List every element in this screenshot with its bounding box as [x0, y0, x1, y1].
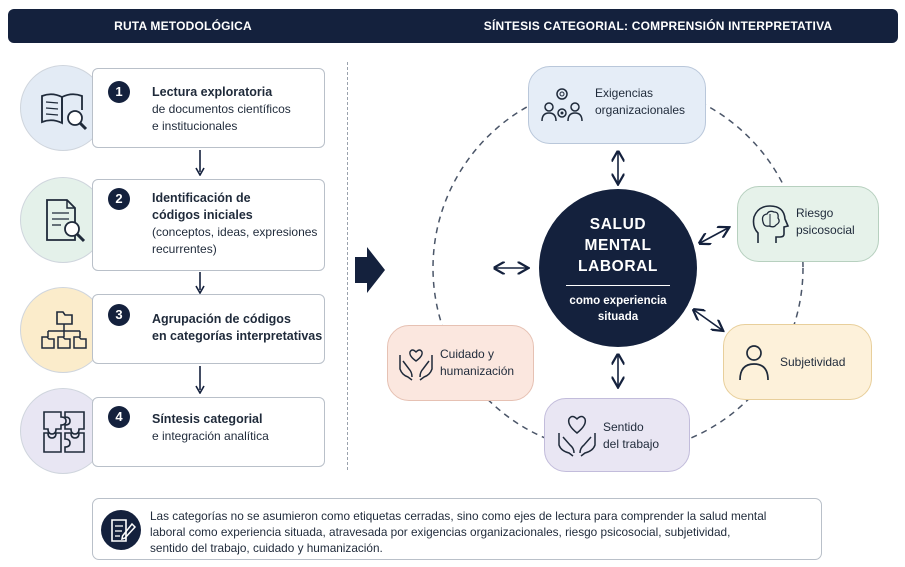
- category-label: Exigencias organizacionales: [595, 85, 685, 119]
- head-brain-icon: [752, 205, 790, 243]
- document-magnifier-icon: [46, 199, 86, 243]
- step-2-line-1: (conceptos, ideas, expresiones: [152, 225, 318, 239]
- notepad-pen-icon: [111, 519, 137, 542]
- category-line: Subjetividad: [780, 355, 846, 369]
- category-label: Sentido del trabajo: [603, 419, 659, 453]
- category-exigencias-organizacionales: Exigencias organizacionales: [528, 66, 706, 144]
- category-line: Cuidado y: [440, 347, 495, 361]
- step-1-title: Lectura exploratoria: [152, 85, 273, 99]
- step-1-line-2: e institucionales: [152, 119, 238, 133]
- flow-arrow-icon: [355, 247, 385, 293]
- category-sentido-del-trabajo: Sentido del trabajo: [544, 398, 690, 472]
- step-4-icon-circle: [20, 388, 106, 474]
- category-line: Exigencias: [595, 86, 654, 100]
- category-line: del trabajo: [603, 437, 660, 451]
- note-line-3: sentido del trabajo, cuidado y humanizac…: [150, 541, 383, 555]
- header-bar: RUTA METODOLÓGICA SÍNTESIS CATEGORIAL: C…: [8, 9, 898, 43]
- header-left-title: RUTA METODOLÓGICA: [114, 19, 252, 33]
- category-line: psicosocial: [796, 223, 855, 237]
- step-4-line-1: e integración analítica: [152, 429, 269, 443]
- open-book-magnifier-icon: [41, 93, 88, 131]
- step-2-title-line-1: Identificación de: [152, 191, 251, 205]
- center-subtitle-line-2: situada: [597, 311, 639, 323]
- step-3-number: 3: [108, 304, 130, 326]
- step-1-text: Lectura exploratoria de documentos cient…: [152, 84, 291, 135]
- center-concept: SALUD MENTAL LABORAL como experiencia si…: [539, 189, 697, 347]
- step-3-card: [92, 294, 325, 364]
- step-4-card: [92, 397, 325, 467]
- step-2-line-2: recurrentes): [152, 242, 217, 256]
- step-2-number: 2: [108, 188, 130, 210]
- note-line-1: Las categorías no se asumieron como etiq…: [150, 509, 767, 523]
- note-icon-circle: [101, 510, 141, 550]
- step-3-icon-circle: [20, 287, 106, 373]
- step-4-text: Síntesis categorial e integración analít…: [152, 411, 269, 445]
- note-text: Las categorías no se asumieron como etiq…: [150, 508, 815, 556]
- step-1-card: [92, 68, 325, 148]
- folder-hierarchy-icon: [41, 311, 87, 349]
- center-divider: [566, 285, 670, 286]
- category-riesgo-psicosocial: Riesgo psicosocial: [737, 186, 879, 262]
- step-4-number: 4: [108, 406, 130, 428]
- down-arrow-icon: [195, 366, 205, 394]
- category-line: organizacionales: [595, 103, 686, 117]
- puzzle-icon: [43, 411, 85, 453]
- category-label: Cuidado y humanización: [440, 346, 514, 380]
- step-2-title-line-2: códigos iniciales: [152, 208, 253, 222]
- center-title-line-2: MENTAL: [584, 237, 652, 254]
- note-line-2: laboral como experiencia situada, atrave…: [150, 525, 731, 539]
- people-gears-icon: [541, 88, 583, 122]
- step-3-text: Agrupación de códigos en categorías inte…: [152, 311, 322, 345]
- step-2-card: [92, 179, 325, 271]
- category-line: Sentido: [603, 420, 644, 434]
- category-line: Riesgo: [796, 206, 834, 220]
- step-4-title: Síntesis categorial: [152, 412, 263, 426]
- arrow-upper-right: [700, 228, 728, 243]
- center-subtitle: como experiencia situada: [539, 293, 697, 325]
- step-3-title-line-1: Agrupación de códigos: [152, 312, 291, 326]
- category-line: humanización: [440, 364, 515, 378]
- step-1-line-1: de documentos científicos: [152, 102, 291, 116]
- caring-hands-icon: [399, 349, 433, 381]
- down-arrow-icon: [195, 272, 205, 294]
- step-1-number: 1: [108, 81, 130, 103]
- down-arrow-icon: [195, 150, 205, 176]
- person-icon: [739, 345, 769, 381]
- category-subjetividad: Subjetividad: [723, 324, 872, 400]
- center-title-line-3: LABORAL: [578, 258, 658, 275]
- header-right-title: SÍNTESIS CATEGORIAL: COMPRENSIÓN INTERPR…: [483, 19, 833, 33]
- step-3-title-line-2: en categorías interpretativas: [152, 329, 323, 343]
- column-divider: [347, 62, 348, 470]
- center-subtitle-line-1: como experiencia: [569, 295, 667, 307]
- heart-hands-icon: [558, 415, 596, 457]
- arrow-lower-right: [694, 310, 722, 330]
- center-title: SALUD MENTAL LABORAL: [539, 214, 697, 277]
- center-title-line-1: SALUD: [589, 216, 647, 233]
- step-2-text: Identificación de códigos iniciales (con…: [152, 190, 317, 258]
- category-cuidado-y-humanizacion: Cuidado y humanización: [387, 325, 534, 401]
- category-label: Riesgo psicosocial: [796, 205, 855, 239]
- summary-note: Las categorías no se asumieron como etiq…: [92, 498, 822, 560]
- category-label: Subjetividad: [780, 354, 845, 371]
